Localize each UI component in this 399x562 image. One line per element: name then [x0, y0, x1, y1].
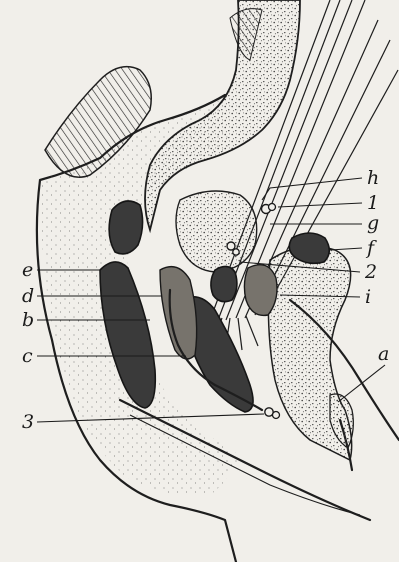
- marker-3: [265, 408, 280, 419]
- label-d: d: [22, 285, 34, 307]
- central-cavity: [176, 191, 257, 272]
- label-a: a: [378, 343, 389, 365]
- body-i: [244, 265, 277, 316]
- label-b: b: [22, 309, 34, 331]
- body-upper-left: [109, 201, 142, 254]
- label-1: 1: [367, 192, 379, 214]
- label-3: 3: [22, 411, 34, 433]
- label-i: i: [365, 286, 371, 308]
- label-f: f: [365, 237, 377, 259]
- marker-1: [262, 204, 276, 214]
- body-2: [211, 266, 237, 301]
- label-c: c: [22, 345, 33, 367]
- label-h: h: [367, 167, 379, 189]
- label-e: e: [22, 259, 33, 281]
- label-g: g: [367, 212, 379, 234]
- label-2: 2: [364, 261, 377, 283]
